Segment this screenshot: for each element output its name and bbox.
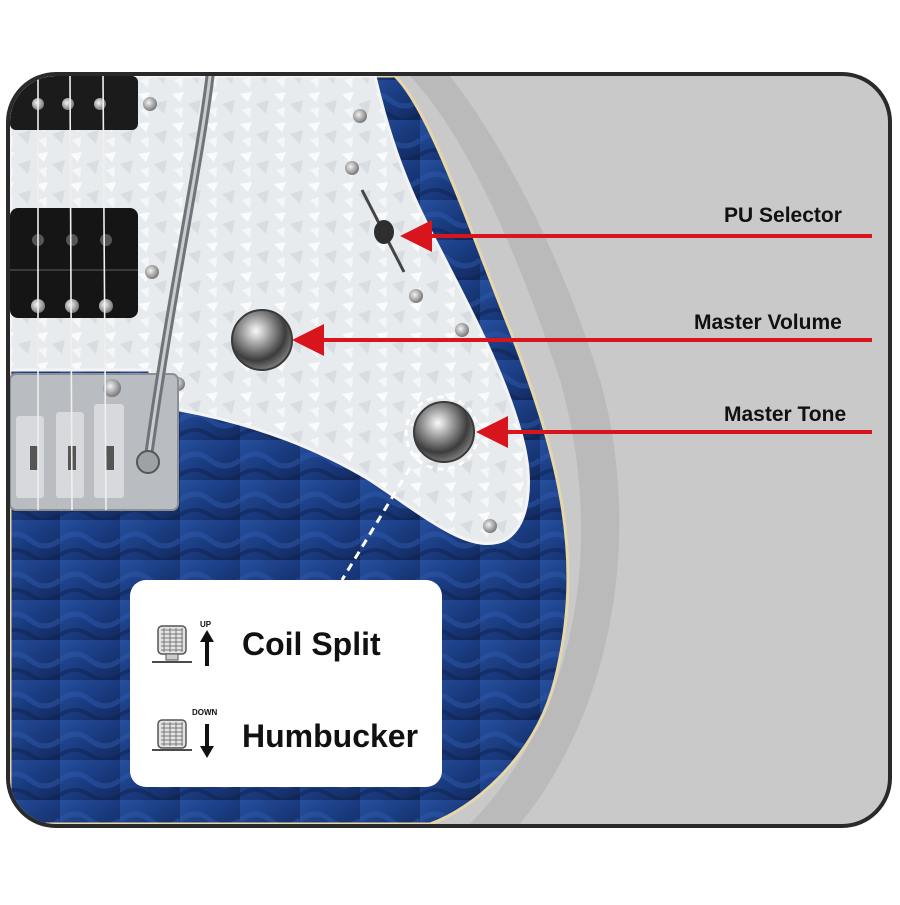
tag-down: DOWN — [192, 708, 218, 717]
callout-master-volume: Master Volume — [694, 311, 842, 334]
push-pull-knob-icon — [404, 395, 480, 471]
callout-arrows — [292, 220, 872, 448]
label-humbucker: Humbucker — [242, 718, 419, 754]
knob-down-icon — [152, 719, 214, 758]
arrow-down-icon — [200, 724, 214, 758]
callout-pu-selector: PU Selector — [724, 204, 842, 227]
dashed-connector — [340, 467, 412, 581]
label-coil-split: Coil Split — [242, 626, 381, 662]
pickguard — [10, 76, 530, 546]
callout-master-tone: Master Tone — [724, 403, 847, 426]
pickguard-screws — [143, 97, 497, 533]
selector-switch-icon — [360, 189, 406, 273]
strings — [37, 76, 107, 511]
knob-icon — [231, 309, 293, 371]
knob-up-icon — [152, 625, 214, 666]
humbucker-pickup-icon — [10, 208, 138, 318]
arrow-up-icon — [200, 630, 214, 666]
tremolo-arm — [136, 76, 215, 474]
bridge — [10, 373, 179, 511]
legend-card: UP Coil Split DOWN Humbucker — [130, 580, 442, 787]
legend-row-coil-split: UP Coil Split — [130, 614, 442, 674]
tag-up: UP — [200, 620, 212, 629]
legend-row-humbucker: DOWN Humbucker — [130, 704, 442, 764]
